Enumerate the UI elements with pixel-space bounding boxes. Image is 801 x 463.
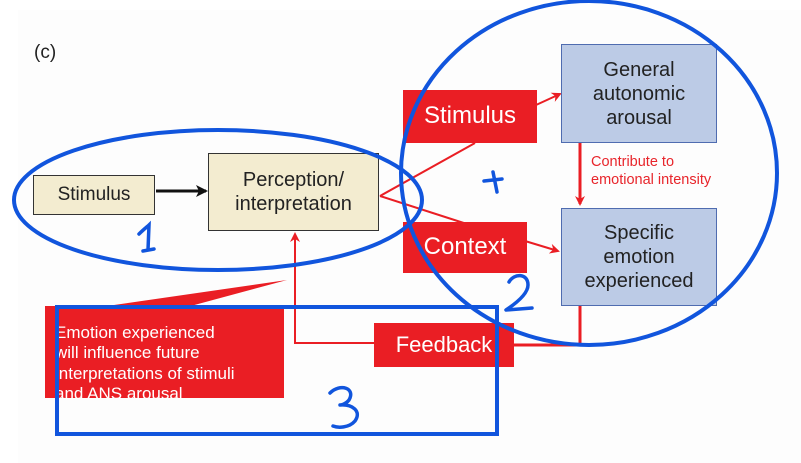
red-label-feedback: Feedback xyxy=(374,323,514,367)
callout-line4: and ANS arousal xyxy=(55,384,183,404)
contribute-note: Contribute to emotional intensity xyxy=(591,153,711,189)
arrow-context-to-emotion xyxy=(524,240,560,254)
callout-line1: Emotion experienced xyxy=(55,323,215,342)
red-label-feedback-text: Feedback xyxy=(395,331,493,357)
node-arousal-line1: General xyxy=(603,58,675,81)
red-label-context: Context xyxy=(403,222,527,273)
ink-rect-group3 xyxy=(55,305,499,436)
node-emotion-line3: experienced xyxy=(584,270,694,292)
callout-text: Emotion experienced will influence futur… xyxy=(55,323,235,405)
node-stimulus-label: Stimulus xyxy=(57,183,131,205)
ink-number-1 xyxy=(137,220,156,253)
contribute-note-line1: Contribute to xyxy=(591,154,675,170)
node-specific-emotion: Specific emotion experienced xyxy=(561,208,717,306)
callout-box xyxy=(45,306,284,398)
red-label-stimulus: Stimulus xyxy=(403,90,537,143)
node-general-autonomic-arousal: General autonomic arousal xyxy=(561,44,717,143)
arrow-feedback-to-perception xyxy=(290,232,376,344)
node-emotion-line2: emotion xyxy=(603,246,675,268)
callout-line3: interpretations of stimuli xyxy=(55,363,235,383)
ink-ellipse-group1 xyxy=(12,128,424,272)
line-perception-to-context xyxy=(379,195,471,226)
arrow-red-stimulus-to-arousal xyxy=(535,92,562,106)
node-perception-line1: Perception/ xyxy=(242,169,345,191)
ink-circle-group2 xyxy=(399,0,779,347)
node-stimulus: Stimulus xyxy=(33,175,155,215)
node-arousal-line2: autonomic xyxy=(592,82,686,105)
ink-number-2 xyxy=(504,273,534,312)
line-perception-to-red-stimulus xyxy=(379,142,476,197)
node-perception-line2: interpretation xyxy=(235,193,352,215)
callout-pointer xyxy=(100,280,287,307)
contribute-note-line2: emotional intensity xyxy=(591,172,712,189)
ink-plus-sign xyxy=(482,170,504,194)
ink-number-3 xyxy=(328,385,360,429)
callout-line2: will influence future xyxy=(55,343,200,363)
node-perception: Perception/ interpretation xyxy=(208,153,379,231)
red-label-context-text: Context xyxy=(423,233,507,261)
figure-label: (c) xyxy=(34,42,57,63)
node-emotion-line1: Specific xyxy=(603,222,675,244)
red-label-stimulus-text: Stimulus xyxy=(423,102,517,130)
node-arousal-line3: arousal xyxy=(606,106,672,129)
